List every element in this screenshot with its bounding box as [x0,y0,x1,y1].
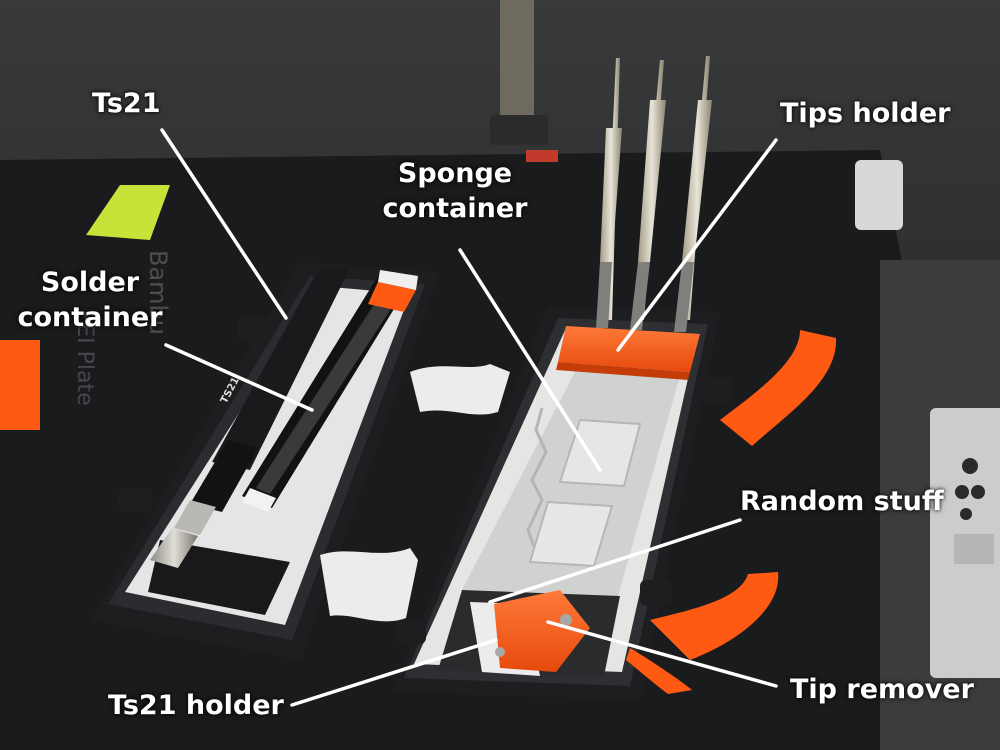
tips-holder-block [556,326,700,380]
tip-remover-part [470,590,590,676]
ts21-holder-pointer [290,638,498,707]
annotation-lines [160,128,778,707]
solder-pointer [164,343,314,412]
label-tips-holder: Tips holder [780,98,951,129]
label-solder-line2: container [17,302,163,333]
plate-print-2: PEI Plate [72,310,97,406]
label-sponge-container: Sponge container [370,156,540,226]
svg-text:Bambu: Bambu [144,250,172,335]
ts21-iron: TS21 [150,268,350,568]
label-ts21: Ts21 [92,88,161,119]
hinge-strap [320,364,510,622]
plate-print: Bambu [144,250,172,335]
label-solder-line1: Solder [40,267,140,298]
orange-edge [0,340,40,430]
label-ts21-holder: Ts21 holder [108,690,284,721]
sponge-pointer [458,248,602,472]
side-device [930,408,1000,678]
label-solder-container: Solder container [10,265,170,335]
bed-clip [855,160,903,230]
label-sponge-line1: Sponge [397,158,513,189]
sponge-pocket-2 [528,500,614,568]
tips-holder-pointer [616,138,778,352]
lime-plate-tab [86,185,170,240]
label-sponge-line2: container [382,193,528,224]
label-random-stuff: Random stuff [740,486,944,517]
svg-text:PEI Plate: PEI Plate [72,310,97,406]
lead-screw [490,0,558,162]
tip-remover-pointer [546,620,778,688]
label-tip-remover: Tip remover [790,674,974,705]
ts21-pointer [160,128,288,320]
random-stuff-pointer [488,518,742,604]
orange-hook-arms [626,330,837,694]
solder-container [242,270,418,512]
